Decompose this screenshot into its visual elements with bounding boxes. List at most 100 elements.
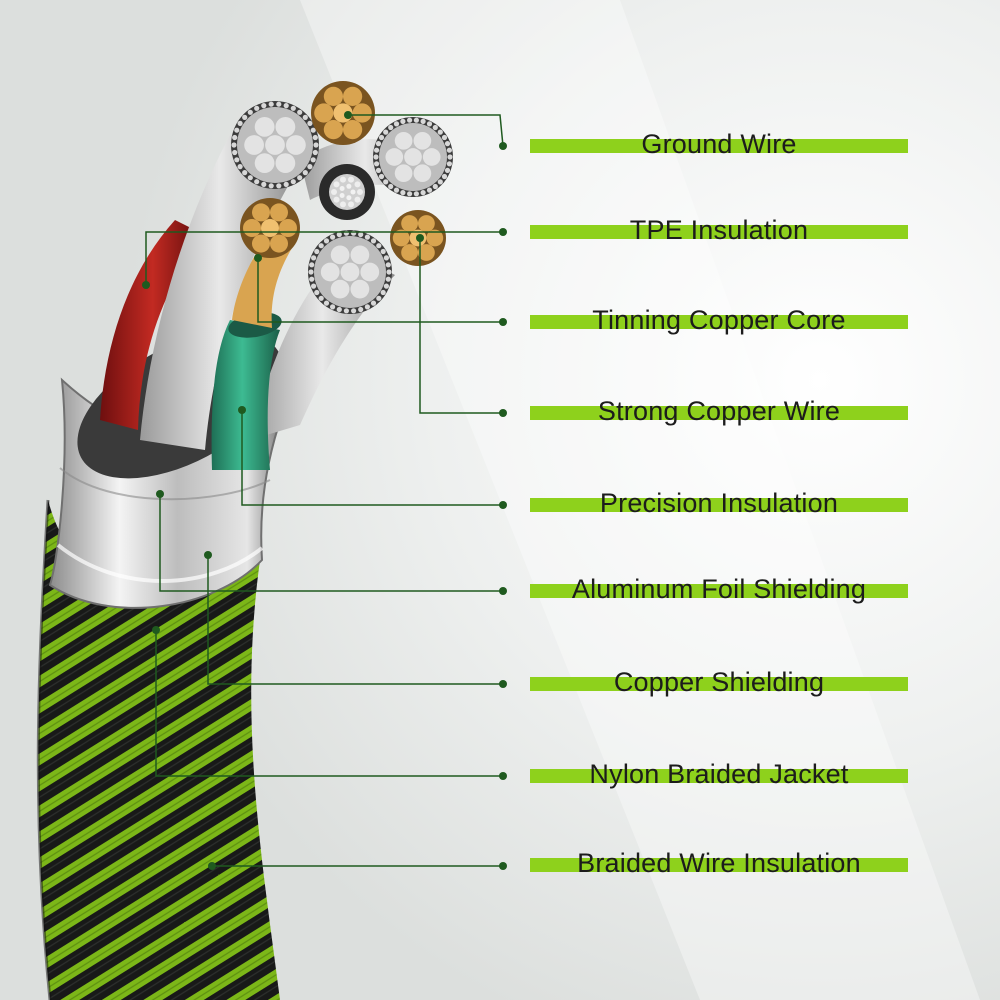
strand-dot [400, 118, 406, 124]
label-text: Strong Copper Wire [597, 396, 841, 426]
label-bar [530, 139, 908, 153]
strand-dot [307, 164, 313, 170]
strand-dot [358, 231, 364, 238]
strand-dot [446, 147, 452, 153]
strand-dot [340, 262, 360, 282]
strand-dot [378, 173, 385, 180]
strand-dot [312, 134, 318, 141]
strand-dot [413, 164, 432, 183]
strand-dot [388, 183, 394, 190]
strand-dot [357, 189, 363, 195]
strand-dot [242, 170, 248, 176]
strand-dot [426, 121, 433, 127]
strand-dot [313, 142, 319, 148]
label-text: Precision Insulation [599, 488, 839, 518]
strand-dot [444, 167, 451, 173]
label-precision-insulation: Precision Insulation [530, 482, 908, 526]
strand-dot [360, 262, 380, 282]
strand-dot [393, 121, 400, 127]
strand-dot [380, 248, 386, 255]
strand-dot [237, 164, 243, 170]
label-tinning-copper-core: Tinning Copper Core [530, 299, 908, 343]
strand-dot [314, 103, 334, 123]
strand-dot [311, 255, 317, 261]
label-text: Ground Wire [641, 129, 797, 159]
strand-dot [231, 142, 237, 148]
leader-precision-insulation [241, 410, 503, 506]
label-bar [530, 769, 908, 783]
strand-dot [283, 181, 289, 187]
strand-dot [330, 245, 350, 265]
strand-dot [308, 269, 314, 275]
strand-dot [237, 120, 243, 126]
strand-dot [336, 231, 342, 238]
label-bar [530, 858, 908, 872]
strand-dot [312, 149, 318, 156]
strand-dot [407, 191, 413, 197]
ring-edge [59, 467, 271, 501]
strand-dot [254, 105, 260, 111]
strand-dot [437, 129, 443, 135]
strand-dot [346, 195, 352, 201]
strand-dot [441, 173, 448, 180]
strand-dot [339, 193, 345, 198]
strand-dot [252, 203, 270, 222]
strand-dot [380, 289, 386, 296]
strand-dot [242, 114, 248, 120]
strand-dot [446, 161, 452, 167]
strand-dot [346, 183, 352, 189]
leader-nylon-braided-jacket [155, 630, 503, 777]
ring-shine [56, 543, 264, 583]
strand-dot [392, 229, 410, 247]
strand-dot [426, 229, 444, 247]
strand-dot [376, 295, 382, 301]
strand-dot [375, 167, 382, 173]
leader-aluminum-foil-shielding [159, 494, 503, 592]
strand-dot [232, 149, 238, 156]
strand-dot [364, 304, 370, 310]
strand-dot [370, 238, 377, 244]
strand-dot [310, 127, 316, 133]
leader-tinning-copper-core [257, 258, 503, 323]
strand-dot [247, 175, 253, 181]
strand-dot [318, 243, 324, 249]
strand-dot [290, 105, 296, 111]
strand-dot [286, 135, 306, 155]
strand-dot [404, 148, 422, 166]
strand-dot [407, 117, 413, 123]
strand-dot [432, 183, 438, 190]
strand-dot [309, 276, 315, 282]
strand-dot [234, 157, 240, 163]
strand-dot [418, 215, 435, 232]
strand-dot [420, 190, 426, 196]
strand-dot [261, 181, 267, 187]
strand-dot [276, 183, 282, 189]
label-text: Nylon Braided Jacket [589, 759, 849, 789]
leader-lines [145, 114, 504, 867]
label-text: TPE Insulation [629, 215, 809, 245]
label-bar [530, 225, 908, 239]
strand-dot [311, 283, 317, 289]
strand-dot [265, 135, 285, 155]
label-bar [530, 498, 908, 512]
strand-dot [401, 215, 418, 232]
strand-dot [330, 234, 336, 240]
strand-dot [350, 279, 370, 299]
strand-dot [418, 244, 435, 261]
jacket-outline [36, 499, 52, 1000]
label-bar [530, 315, 908, 329]
strand-dot [350, 189, 356, 195]
strand-dot [426, 187, 433, 193]
strand-dot [386, 269, 392, 275]
strand-dot [394, 131, 413, 150]
strand-dot [444, 141, 451, 147]
strand-dot [323, 238, 330, 244]
strand-dot [378, 134, 385, 141]
label-nylon-braided-jacket: Nylon Braided Jacket [530, 753, 908, 797]
strand-dot [437, 179, 443, 185]
strand-dot [268, 101, 274, 107]
strand-dot [401, 244, 418, 261]
strand-dot [333, 196, 340, 203]
strand-dot [340, 201, 346, 208]
strand-dot [343, 308, 349, 314]
